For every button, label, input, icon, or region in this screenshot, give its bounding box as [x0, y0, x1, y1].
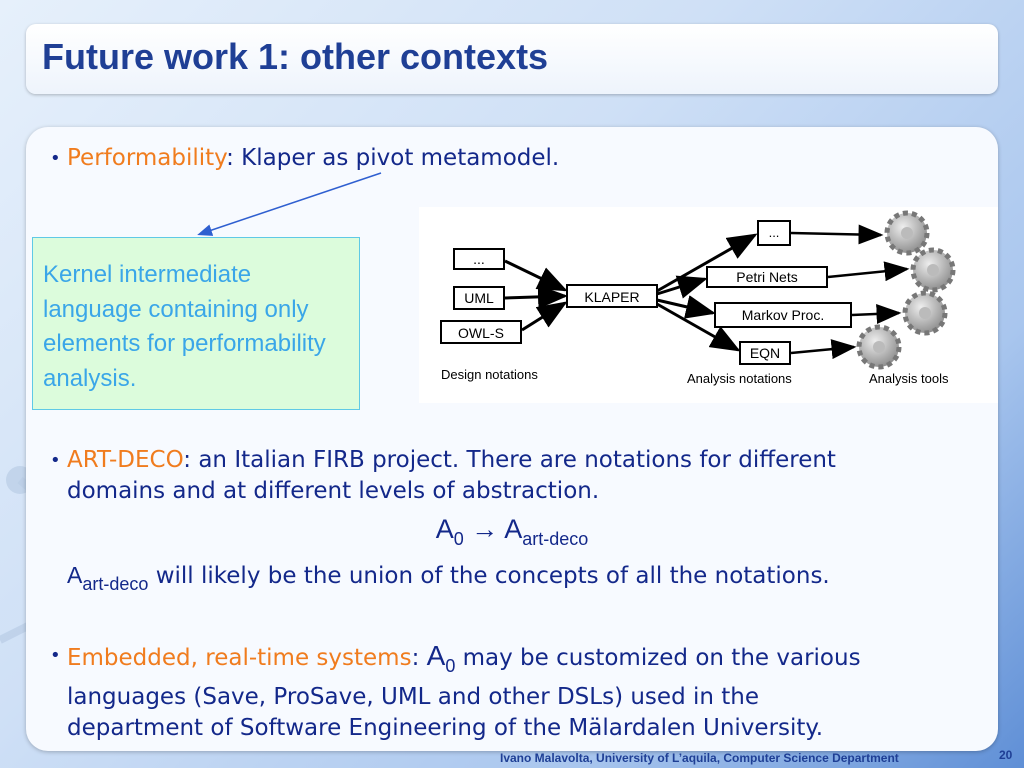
- formula-a-sub: 0: [453, 529, 464, 549]
- formula-b: A: [504, 514, 523, 544]
- gear-icon: [902, 290, 948, 336]
- bullet-dot: •: [50, 645, 61, 666]
- page-number: 20: [999, 748, 1013, 762]
- klaper-diagram: ... UML OWL-S KLAPER ... Petri Nets Mark…: [419, 207, 998, 403]
- formula: A0 → Aart-deco: [0, 514, 1024, 550]
- union-a: A: [67, 562, 83, 588]
- bullet-highlight: Embedded, real-time systems: [67, 645, 412, 671]
- input-label-uml: UML: [464, 290, 494, 306]
- bullet-text: : Klaper as pivot metamodel.: [226, 145, 560, 171]
- union-text: will likely be the union of the concepts…: [155, 563, 830, 589]
- pivot-label: KLAPER: [584, 289, 639, 305]
- input-box-ellipsis: [453, 248, 505, 270]
- output-label-petri: Petri Nets: [736, 269, 797, 285]
- gear-icon: [884, 210, 930, 256]
- bullet-dot: •: [50, 148, 61, 169]
- footer-credit: Ivano Malavolta, University of L’aquila,…: [500, 751, 899, 765]
- output-label-markov: Markov Proc.: [742, 307, 824, 323]
- bullet-highlight: Performability: [67, 145, 227, 171]
- output-box-ellipsis: [757, 220, 791, 246]
- output-label-eqn: EQN: [750, 345, 780, 361]
- output-box-eqn: [739, 341, 791, 365]
- input-label-ellipsis: ...: [473, 251, 485, 267]
- bullet-highlight: ART-DECO: [67, 447, 184, 473]
- input-box-uml: [453, 286, 505, 310]
- input-label-owls: OWL-S: [458, 325, 504, 341]
- bullet-text-line1: may be customized on the various: [455, 645, 861, 671]
- bullet-sym-sub: 0: [445, 656, 456, 676]
- callout-box: Kernel intermediate language containing …: [32, 237, 360, 410]
- bullet-performability: • Performability: Klaper as pivot metamo…: [50, 143, 967, 174]
- bullet-text-line2: domains and at different levels of abstr…: [67, 478, 600, 504]
- bullet-pre: :: [411, 645, 427, 671]
- formula-arrow: →: [471, 514, 499, 544]
- bullet-text-line2: languages (Save, ProSave, UML and other …: [67, 684, 759, 710]
- title-bar: Future work 1: other contexts: [26, 24, 998, 94]
- caption-design: Design notations: [441, 367, 538, 382]
- gear-icon: [856, 324, 902, 370]
- formula-b-sub: art-deco: [522, 529, 589, 549]
- union-line: Aart-deco will likely be the union of th…: [67, 560, 967, 600]
- gear-icon: [910, 247, 956, 293]
- bullet-text-line1: : an Italian FIRB project. There are not…: [183, 447, 836, 473]
- bullet-sym: A: [426, 640, 446, 671]
- formula-a: A: [435, 514, 454, 544]
- caption-tools: Analysis tools: [869, 371, 949, 386]
- bullet-text-line3: department of Software Engineering of th…: [67, 715, 824, 741]
- bullet-dot: •: [50, 450, 61, 471]
- union-a-sub: art-deco: [82, 574, 149, 594]
- bullet-embedded: • Embedded, real-time systems: A0 may be…: [50, 640, 987, 744]
- caption-analysis: Analysis notations: [687, 371, 792, 386]
- slide-title: Future work 1: other contexts: [42, 36, 549, 77]
- callout-text: Kernel intermediate language containing …: [43, 261, 326, 392]
- output-label-ellipsis: ...: [769, 225, 780, 240]
- bullet-art-deco: • ART-DECO: an Italian FIRB project. The…: [50, 445, 967, 507]
- input-box-owls: [440, 320, 522, 344]
